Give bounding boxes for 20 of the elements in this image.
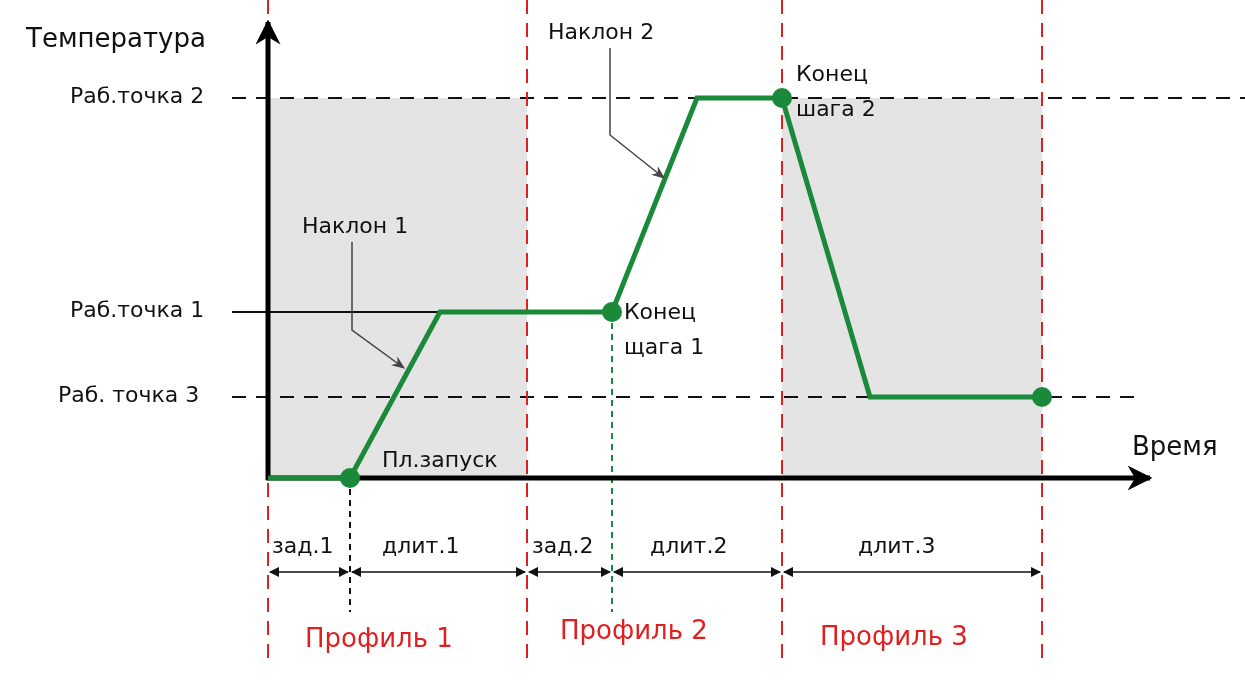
axis-label: Время — [1132, 430, 1218, 463]
axis-label: Температура — [26, 22, 206, 55]
callout-label: Наклон 1 — [302, 212, 409, 240]
setpoint-label: Раб.точка 1 — [70, 296, 205, 324]
dimension-label: длит.3 — [858, 532, 936, 560]
dimension-label: длит.2 — [650, 532, 728, 560]
profile-label: Профиль 2 — [560, 614, 708, 647]
dimension-label: зад.2 — [532, 532, 594, 560]
callout-label: Наклон 2 — [548, 18, 655, 46]
profile-label: Профиль 1 — [305, 622, 453, 655]
point-label: Конец шага 2 — [796, 60, 877, 124]
dimension-label: длит.1 — [382, 532, 460, 560]
setpoint-label: Раб. точка 3 — [58, 381, 200, 409]
leader-line — [351, 241, 406, 369]
leader-line — [609, 47, 666, 179]
setpoint-label: Раб.точка 2 — [70, 82, 205, 110]
dimension-label: зад.1 — [272, 532, 334, 560]
point-label: Конец щага 1 — [624, 298, 706, 362]
point-label: Пл.запуск — [382, 446, 498, 474]
profile-label: Профиль 3 — [820, 620, 968, 653]
